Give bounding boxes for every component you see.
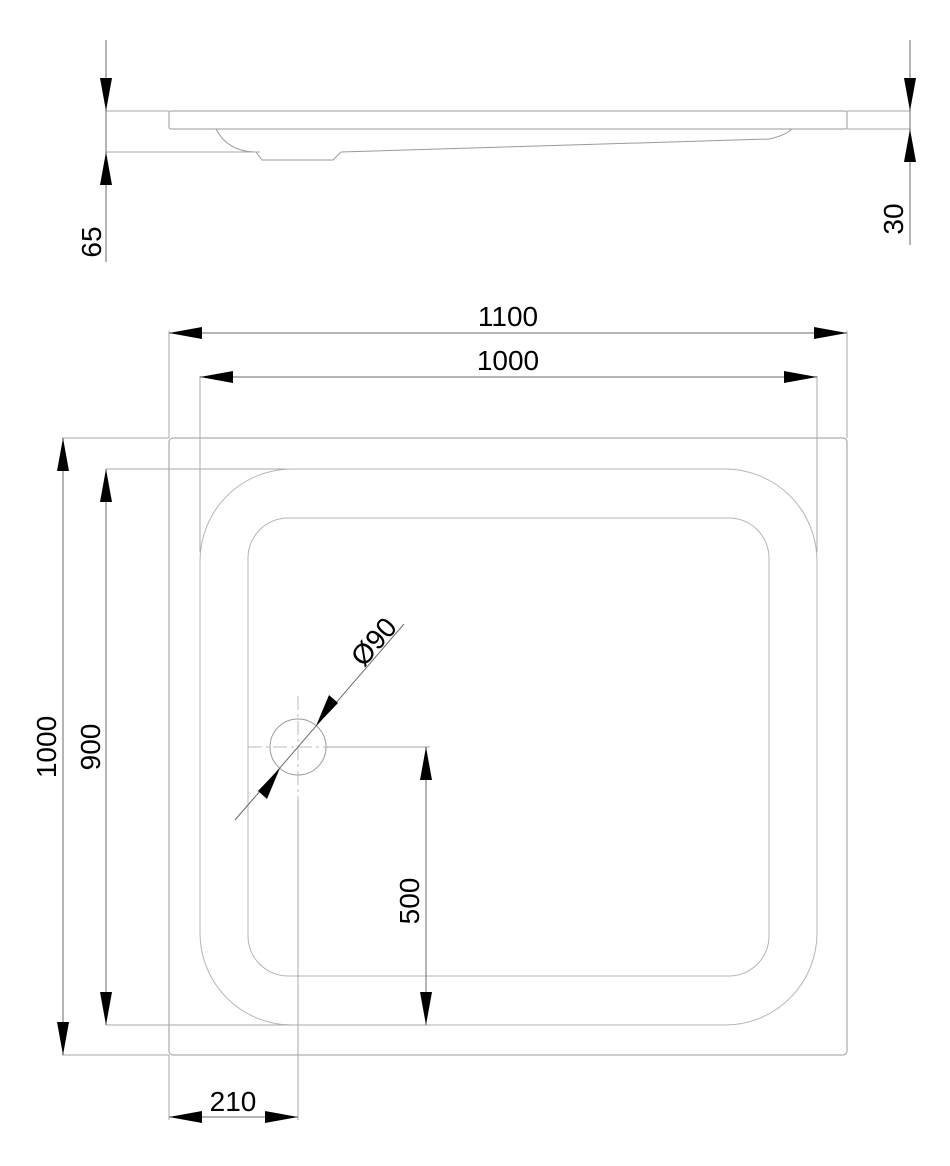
overall-width-dimension: 1100: [169, 301, 847, 339]
drain-diameter-dimension: Ø90: [234, 612, 405, 821]
dimension-label-30: 30: [878, 203, 909, 234]
dimension-arrow: [814, 327, 847, 339]
dimension-arrow: [316, 695, 338, 726]
dimension-arrow: [265, 1111, 298, 1123]
dimension-arrow: [169, 1111, 202, 1123]
inner-depth-dimension: 900: [75, 469, 112, 1025]
dimension-arrow: [904, 78, 916, 111]
side-view-drain-outlet: [215, 128, 342, 161]
dimension-label-65: 65: [76, 226, 107, 257]
dimension-arrow: [420, 747, 432, 780]
dimension-arrow: [784, 371, 817, 383]
dimension-arrow: [57, 1022, 69, 1055]
dimension-arrow: [200, 371, 233, 383]
inner-width-dimension: 1000: [200, 345, 817, 383]
drain-x-offset-dimension: 210: [169, 1086, 298, 1123]
plan-view: 1100 1000 1000 900 500: [31, 301, 848, 1123]
dimension-label-210: 210: [210, 1086, 257, 1117]
overall-depth-dimension: 1000: [31, 438, 69, 1055]
height-30-dimension: 30: [878, 40, 916, 245]
dimension-label-diameter-90: Ø90: [345, 612, 403, 672]
drain-y-offset-dimension: 500: [394, 747, 432, 1025]
dimension-arrow: [258, 768, 280, 799]
side-view-basin-bottom: [340, 128, 793, 153]
basin-outline: [199, 468, 818, 1026]
dimension-arrow: [57, 438, 69, 471]
height-65-dimension: 65: [76, 40, 112, 262]
dimension-arrow: [169, 327, 202, 339]
dimension-label-500: 500: [394, 878, 425, 925]
dimension-arrow: [100, 152, 112, 185]
side-view-rim: [168, 110, 848, 130]
dimension-label-1100: 1100: [478, 301, 538, 332]
dimension-arrow: [100, 469, 112, 502]
dimension-label-900: 900: [75, 724, 106, 771]
dimension-label-1000-depth: 1000: [31, 716, 62, 778]
dimension-arrow: [100, 992, 112, 1025]
dimension-label-1000-width: 1000: [477, 345, 539, 376]
tray-outer-outline: [168, 437, 848, 1056]
dimension-arrow: [904, 129, 916, 162]
side-view: 65 30: [76, 40, 916, 262]
dimension-arrow: [100, 78, 112, 111]
dimension-arrow: [420, 992, 432, 1025]
